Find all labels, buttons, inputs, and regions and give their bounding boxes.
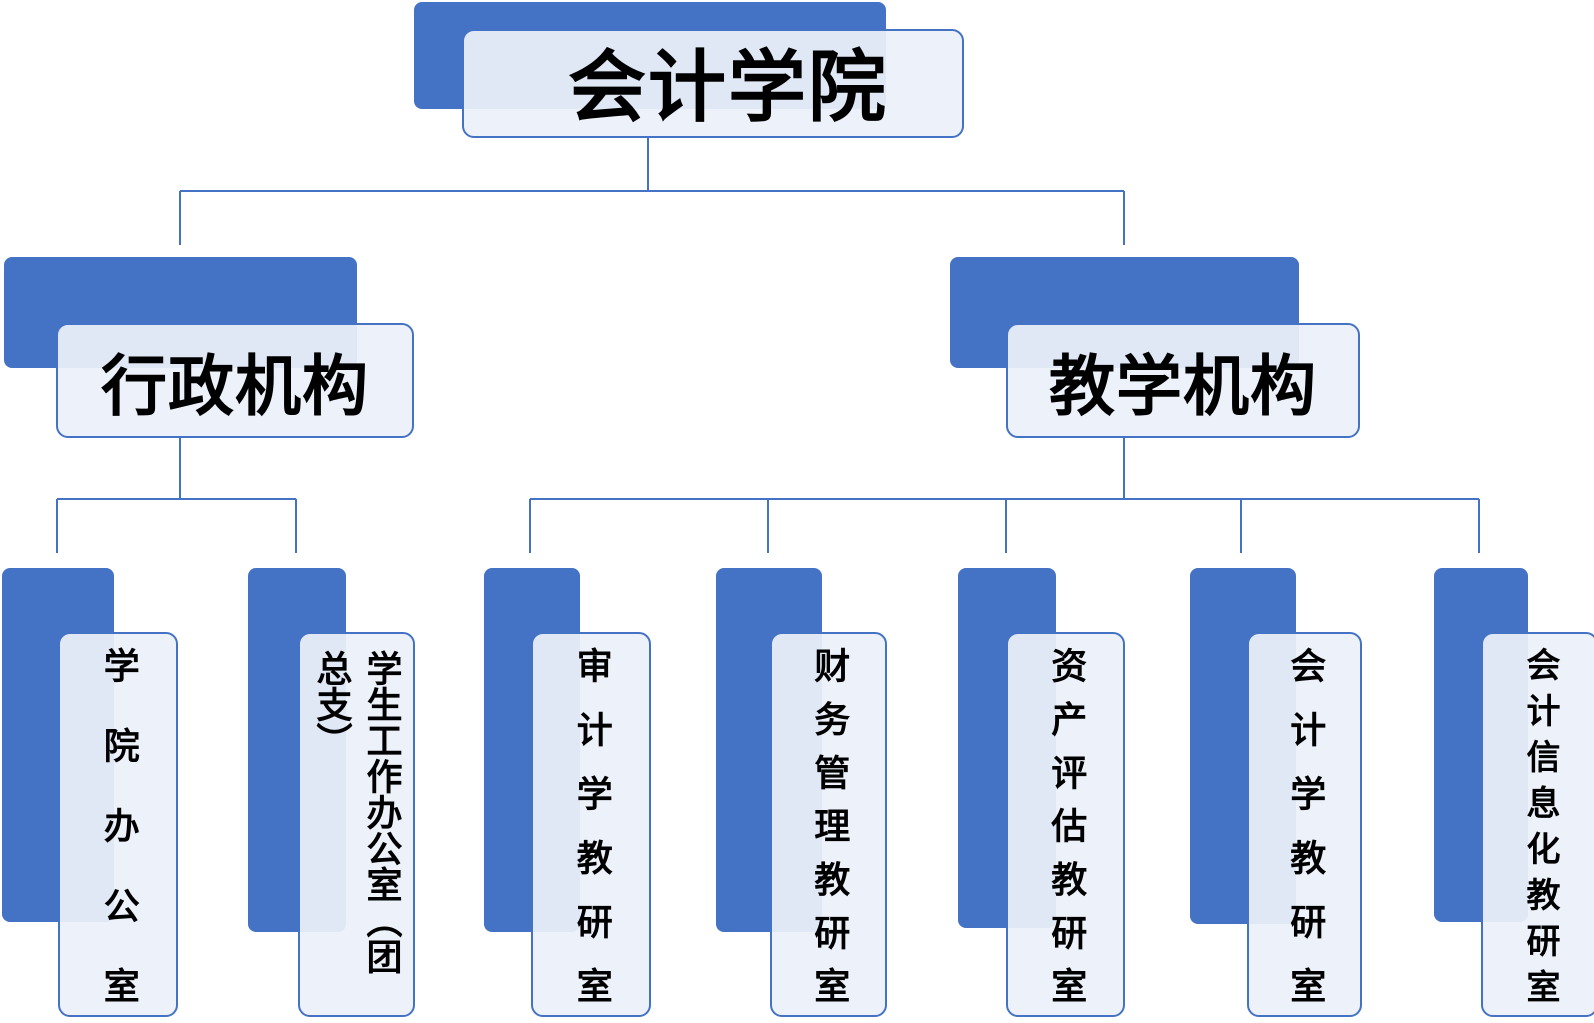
dept-financial-management-card: 财务管理教研室 xyxy=(770,632,887,1017)
dept-asset-appraisal-label: 资产评估教研室 xyxy=(1045,646,1088,1003)
dept-auditing-card: 审计学教研室 xyxy=(531,632,651,1017)
office-college-label: 学院办公室 xyxy=(97,646,140,1003)
root-node-card: 会计学院 xyxy=(462,29,964,138)
root-label: 会计学院 xyxy=(567,41,888,133)
branch-teaching-label: 教学机构 xyxy=(1049,346,1317,425)
dept-asset-appraisal-card: 资产评估教研室 xyxy=(1006,632,1125,1017)
dept-auditing-label: 审计学教研室 xyxy=(570,646,613,1003)
office-college-card: 学院办公室 xyxy=(58,632,178,1017)
dept-accounting-label: 会计学教研室 xyxy=(1284,646,1327,1003)
branch-teaching-card: 教学机构 xyxy=(1006,323,1360,438)
branch-admin-label: 行政机构 xyxy=(101,346,369,425)
dept-financial-management-label: 财务管理教研室 xyxy=(808,646,851,1003)
office-student-affairs-card: 学生工作办公室（团总支） xyxy=(298,632,415,1017)
dept-accounting-informatization-label: 会计信息化教研室 xyxy=(1520,646,1561,1003)
branch-admin-card: 行政机构 xyxy=(56,323,414,438)
office-student-affairs-label: 学生工作办公室（团总支） xyxy=(310,649,403,974)
dept-accounting-informatization-card: 会计信息化教研室 xyxy=(1481,632,1594,1017)
dept-accounting-card: 会计学教研室 xyxy=(1247,632,1362,1017)
